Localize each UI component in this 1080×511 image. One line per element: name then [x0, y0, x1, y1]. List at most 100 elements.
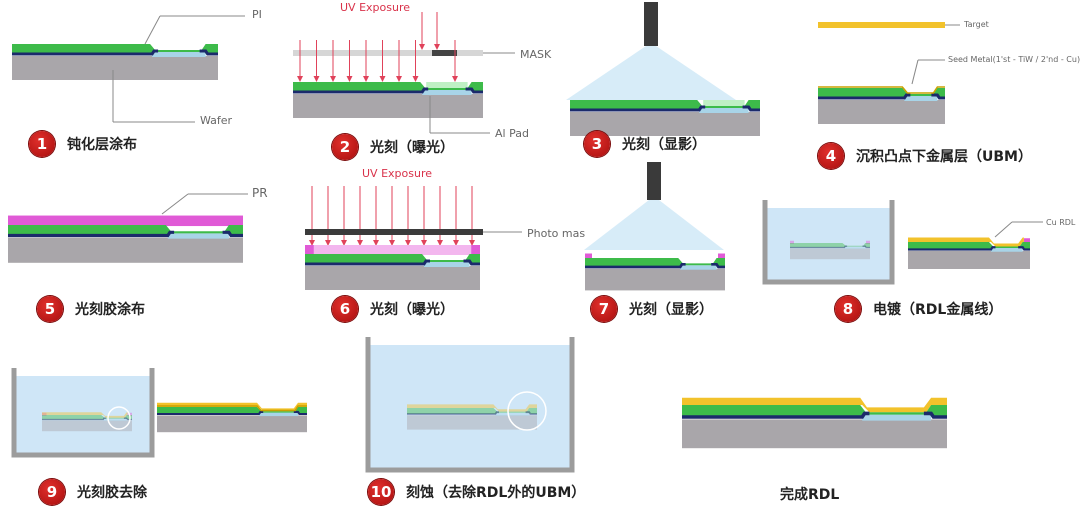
- cu-rdl-leader: [994, 221, 1013, 238]
- pi-passivation-layer: [818, 88, 945, 98]
- cu-rdl-layer: [42, 412, 128, 418]
- seed-metal-layer: [157, 405, 307, 412]
- navy-metal-line: [305, 259, 480, 266]
- navy-metal-line: [570, 105, 760, 112]
- step-label: 完成RDL: [780, 487, 840, 503]
- photoresist-layer: [1023, 238, 1030, 244]
- step-badge: 8: [835, 296, 861, 322]
- navy-metal-line: [908, 246, 1030, 251]
- navy-metal-line: [8, 230, 243, 238]
- callout-cu-rdl: Cu RDL: [1046, 218, 1076, 227]
- pi-passivation-layer: [157, 407, 307, 414]
- navy-metal-line: [12, 49, 218, 56]
- navy-metal-line: [407, 411, 537, 415]
- pi-passivation-layer: [293, 82, 483, 92]
- navy-metal-line: [790, 245, 870, 249]
- al-pad: [495, 412, 530, 416]
- pi-passivation-layer: [570, 100, 760, 110]
- al-pad: [103, 418, 127, 421]
- wafer-layer: [585, 268, 725, 291]
- photoresist-layer: [42, 412, 47, 416]
- pi-passivation-layer: [682, 405, 947, 417]
- al-pad: [424, 262, 470, 267]
- step-label: 光刻（曝光）: [370, 302, 454, 318]
- al-pad: [862, 414, 932, 421]
- photoresist-layer: [471, 245, 480, 255]
- step-badge: 7: [591, 296, 617, 322]
- wafer-layer: [157, 415, 307, 433]
- navy-metal-line: [585, 262, 725, 269]
- target-plate: [818, 22, 945, 28]
- photo-mask: [305, 229, 483, 235]
- step-final: 完成RDL: [780, 484, 839, 504]
- step-label: 光刻（显影）: [629, 302, 713, 318]
- callout-pr: PR: [252, 186, 268, 200]
- uv-arrow-head: [437, 240, 443, 246]
- uv-arrow-head: [330, 76, 336, 82]
- photoresist-layer: [718, 253, 725, 260]
- photoresist-layer: [790, 240, 794, 244]
- al-pad: [680, 265, 717, 270]
- step-badge: 5: [37, 296, 63, 322]
- step-badge: 3: [584, 131, 610, 157]
- navy-metal-line: [818, 93, 945, 100]
- developer-spray: [566, 46, 736, 100]
- uv-arrow-head: [453, 240, 459, 246]
- pi-passivation-layer: [305, 254, 480, 264]
- step-label: 钝化层涂布: [67, 137, 137, 153]
- tank-wall: [365, 337, 575, 473]
- photoresist-exposed-layer: [305, 245, 480, 255]
- wafer-layer: [12, 56, 218, 80]
- callout-seed-metal: Seed Metal(1'st - TiW / 2'nd - Cu): [948, 55, 1080, 64]
- developer-nozzle: [644, 2, 658, 46]
- uv-arrow-head: [297, 76, 303, 82]
- step-label: 沉积凸点下金属层（UBM）: [856, 149, 1032, 165]
- uv-arrow-head: [389, 240, 395, 246]
- step-5: 5 光刻胶涂布: [37, 296, 145, 322]
- callout-uv-exposure-1: UV Exposure: [340, 1, 410, 14]
- uv-arrow-head: [325, 240, 331, 246]
- pi-passivation-layer: [585, 258, 725, 267]
- uv-arrow-head: [341, 240, 347, 246]
- pi-passivation-layer: [8, 225, 243, 236]
- seed-leader: [911, 59, 919, 85]
- al-pad: [699, 108, 749, 113]
- developer-spray: [584, 200, 724, 250]
- wafer-layer: [407, 415, 537, 430]
- al-pad: [422, 90, 472, 95]
- step-label: 光刻胶涂布: [75, 302, 145, 318]
- pi-passivation-layer: [407, 408, 537, 414]
- al-pad: [167, 233, 229, 239]
- cu-rdl-layer: [407, 404, 537, 412]
- step-2: 2 光刻（曝光）: [332, 134, 454, 160]
- pi-leader: [144, 15, 161, 45]
- uv-arrow-head: [469, 240, 475, 246]
- pi-exposed-opening: [703, 100, 745, 106]
- step-badge: 2: [332, 134, 358, 160]
- wafer-layer: [818, 100, 945, 124]
- uv-arrow-head: [412, 76, 419, 82]
- developer-nozzle: [647, 162, 661, 200]
- highlight-circle: [507, 391, 547, 431]
- mask-block: [432, 50, 457, 56]
- uv-arrow-head: [379, 76, 386, 82]
- pi-passivation-layer: [908, 242, 1030, 250]
- callout-uv-exposure-2: UV Exposure: [362, 167, 432, 180]
- uv-arrow-head: [421, 240, 427, 246]
- wafer-layer: [293, 94, 483, 118]
- step-label: 光刻（曝光）: [370, 140, 454, 156]
- uv-arrow-head: [396, 76, 402, 82]
- navy-metal-line: [293, 87, 483, 94]
- plating-solution: [368, 345, 572, 470]
- wafer-layer: [42, 420, 132, 432]
- photoresist-layer: [8, 215, 243, 227]
- uv-arrow-head: [313, 76, 320, 82]
- highlight-circle: [107, 406, 131, 430]
- step-badge: 10: [368, 479, 394, 505]
- wafer-layer: [908, 251, 1030, 269]
- photoresist-layer: [866, 240, 870, 244]
